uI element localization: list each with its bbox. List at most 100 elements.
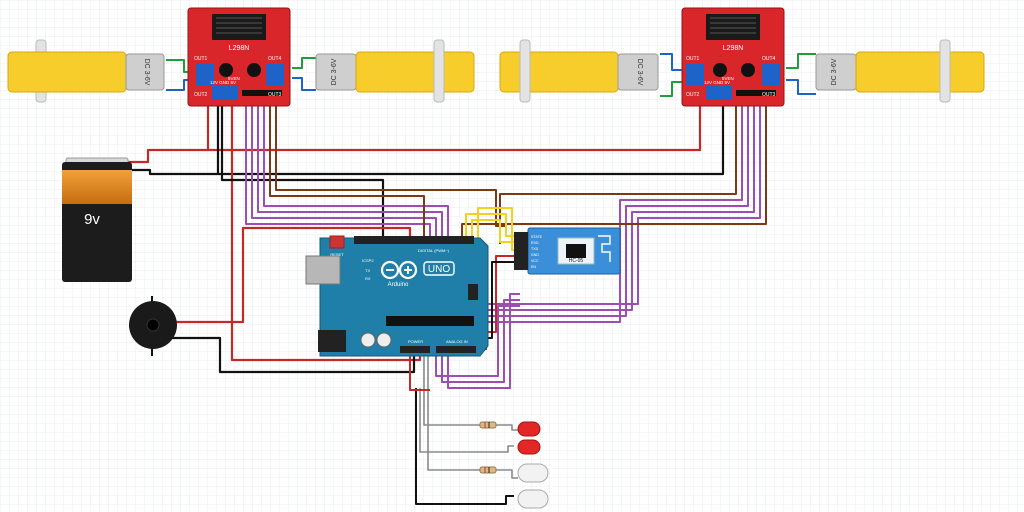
wire-led1-signal [423,350,480,426]
wire-bt-tx [465,213,520,238]
power-header [400,346,430,353]
motor-1: DC 3-6V [7,39,165,103]
out2-label: OUT2 [194,92,208,98]
power-pins-label: 12V GND 5V [210,80,236,85]
motor-shaft [939,39,951,103]
led-red-1 [517,421,541,437]
battery-band [62,170,132,204]
bluetooth-chip [566,244,586,258]
terminal-right [762,64,780,86]
motor-4: DC 3-6V [815,39,985,103]
led-red-2 [517,439,541,455]
wire-motor3-b [660,81,684,97]
wire-led2-resistor [496,469,518,479]
led-white-2 [517,489,549,509]
header-pins [736,90,776,96]
out4-label: OUT4 [268,56,282,62]
motor-shaft [519,39,531,103]
motor-driver-1: L298N OUT1 OUT2 OUT4 OUT3 12V GND 5V 5VE… [187,7,291,107]
arduino-logo [380,260,418,280]
arduino-uno: RESET DIGITAL (PWM~) ICSP2 TX RX UNO Ard… [305,235,489,357]
resistor-1 [479,421,497,429]
digital-header [354,236,474,244]
uno-badge [423,261,455,276]
header-pins [242,90,282,96]
wire-arduino-5v-jumper [409,350,430,391]
motor-3: DC 3-6V [499,39,659,103]
wire-battery-positive [120,103,702,164]
resistor-2 [479,466,497,474]
power-jack [318,330,346,352]
motor-label: DC 3-6V [636,59,643,86]
bt-pin-4: GND [531,253,539,257]
motor-driver-2: L298N OUT1 OUT2 OUT4 OUT3 12V GND 5V 5VE… [681,7,785,107]
out1-label: OUT1 [686,56,700,62]
wire-driver1-ena [269,103,425,238]
reset-label: RESET [330,252,344,257]
wire-driver1-gnd-arduino [220,103,385,238]
enable-label: 5VEN [722,76,734,81]
microcontroller-chip [386,316,474,326]
bt-pin-5: VCC [531,259,539,263]
motor-label: DC 3-6V [331,58,338,85]
wire-bt-rx [471,219,520,243]
wire-driver1-in1 [245,103,431,238]
out4-label: OUT4 [762,56,776,62]
bluetooth-model-label: HC-05 [569,258,584,264]
bt-pin-1: STATE [531,235,543,239]
arduino-board [319,237,489,357]
terminal-right [266,64,284,86]
reset-button [329,235,345,249]
motor-body [125,53,165,91]
terminal-left [686,64,704,86]
wire-motor4-b [786,79,816,95]
motor-gearbox [855,51,985,93]
buzzer-hole [146,318,160,332]
icsp-header [468,284,478,300]
brand-label: Arduino [388,282,409,288]
terminal-power [212,86,238,100]
bluetooth-module: HC-05 STATE RXD TXD GND VCC EN [514,227,621,275]
wire-driver1-in2 [251,103,437,238]
motor-gearbox [355,51,475,93]
capacitor [247,63,261,77]
capacitor [713,63,727,77]
wire-driver2-ena [461,103,767,238]
motor-body [617,53,659,91]
motor-shaft [433,39,445,103]
bt-pin-2: RXD [531,241,539,245]
motor-label: DC 3-6V [831,58,838,85]
led-white-1 [517,463,549,483]
enable-label: 5VEN [228,76,240,81]
wire-battery-negative [128,103,725,176]
rx-label: RX [365,276,371,281]
wire-analog-2 [441,299,520,383]
wire-motor4-a [786,53,816,69]
bt-pin-6: EN [531,265,536,269]
capacitor [219,63,233,77]
wire-driver1-in4 [263,103,449,238]
power-pins-label: 12V GND 5V [704,80,730,85]
capacitor [741,63,755,77]
wire-led1-resistor [496,424,518,431]
model-label: UNO [428,264,450,275]
chip-label: L298N [229,45,250,52]
capacitor [360,332,376,348]
wire-buzzer-negative [165,336,416,374]
wire-motor2-a [292,57,316,69]
icsp-label: ICSP2 [362,258,374,263]
out2-label: OUT2 [686,92,700,98]
wire-motor3-a [660,53,684,71]
motor-2: DC 3-6V [315,39,475,103]
wire-led-common-gnd [415,388,514,505]
out3-label: OUT3 [268,92,282,98]
motor-gearbox [499,51,619,93]
wire-buzzer-positive [176,226,412,324]
terminal-left [196,64,214,86]
power-label: POWER [408,339,423,344]
bluetooth-antenna [598,235,611,262]
bluetooth-pins [514,232,528,270]
wire-analog-3 [435,305,520,377]
wire-driver1-in3 [257,103,443,238]
